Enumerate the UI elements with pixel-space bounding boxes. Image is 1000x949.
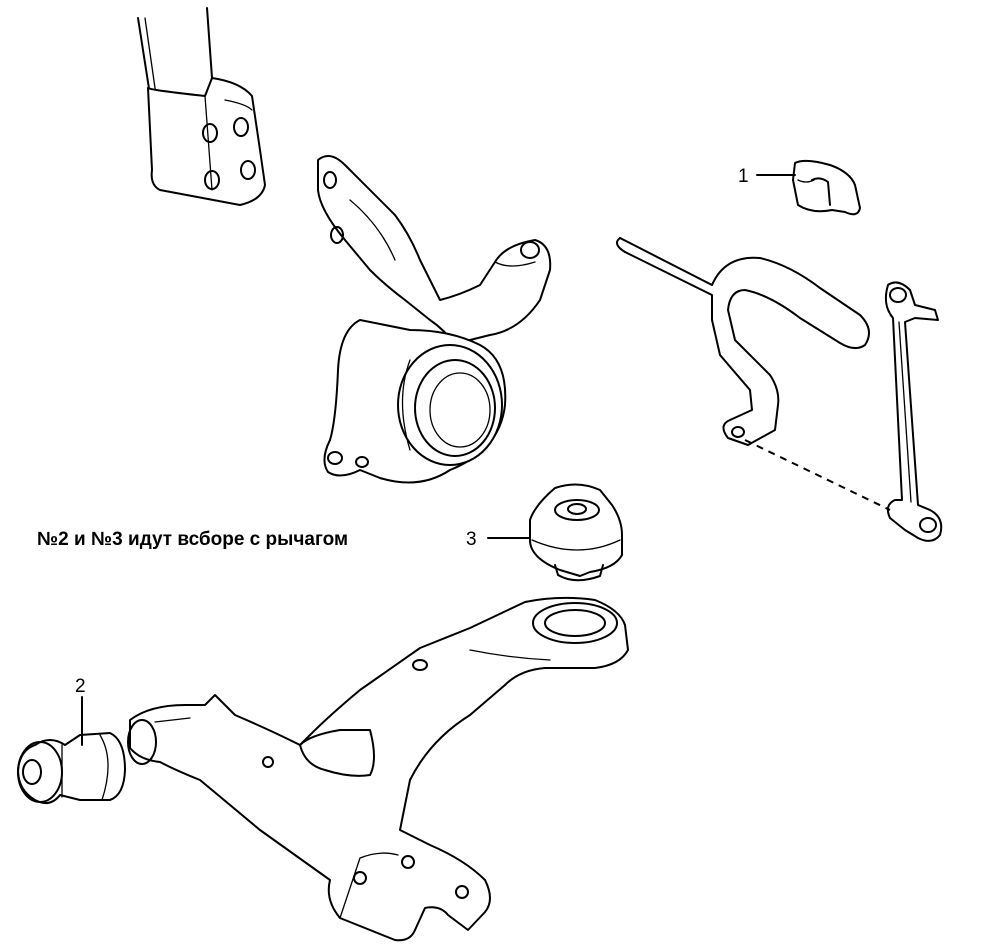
- callout-2-label: 2: [75, 676, 86, 697]
- callout-3-label: 3: [466, 529, 477, 550]
- stabilizer-link: [884, 281, 943, 542]
- link-mount-dashed-line: [744, 439, 891, 511]
- stabilizer-bar: [615, 237, 870, 446]
- callout-1-label: 1: [738, 166, 749, 187]
- lower-arm-bushing-part-3: [529, 483, 623, 582]
- stabilizer-bushing-part-1: [792, 159, 861, 216]
- strut-assembly: [137, 7, 266, 206]
- steering-knuckle: [317, 155, 552, 484]
- lower-control-arm: [127, 596, 629, 942]
- lower-arm-bushing-part-2: [17, 732, 126, 805]
- assembly-note: №2 и №3 идут всборе с рычагом: [37, 529, 348, 550]
